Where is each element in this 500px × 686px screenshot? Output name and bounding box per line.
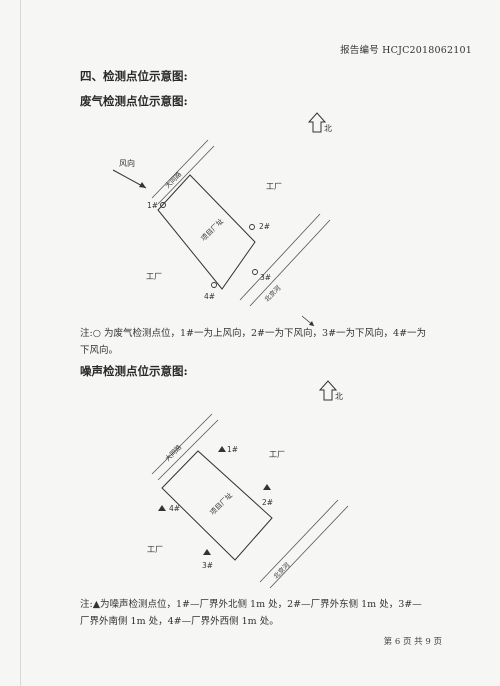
road-bottom-lines — [239, 213, 331, 307]
report-number: 报告编号 HCJC2018062101 — [340, 45, 472, 56]
project-site-label: 项目厂址 — [208, 491, 234, 517]
project-site-boundary — [157, 174, 256, 290]
road-bottom-label: 北京河 — [271, 560, 292, 581]
noise-diagram-title: 噪声检测点位示意图: — [80, 364, 188, 378]
exhaust-note-line-2: 下风向。 — [80, 345, 119, 356]
page-fold-line — [20, 0, 21, 686]
north-label: 北 — [335, 392, 343, 401]
north-label: 北 — [324, 124, 332, 133]
noise-point-4-icon — [158, 505, 166, 511]
factory-left-label: 工厂 — [146, 272, 162, 281]
wind-arrow-icon — [112, 169, 147, 189]
exhaust-point-1-icon — [160, 202, 166, 208]
noise-note-line-1: 注:▲为噪声检测点位，1#—厂界外北侧 1m 处，2#—厂界外东侧 1m 处，3… — [80, 599, 422, 610]
road-bottom-lines — [259, 499, 349, 589]
exhaust-point-2-label: 2# — [259, 222, 270, 231]
factory-right-label: 工厂 — [269, 450, 285, 459]
small-arrow-icon — [301, 315, 315, 327]
noise-point-1-label: 1# — [227, 445, 238, 454]
noise-note-line-2: 厂界外南侧 1m 处，4#—厂界外西侧 1m 处。 — [80, 616, 279, 627]
road-top-lines — [151, 139, 215, 205]
wind-label: 风向 — [119, 158, 135, 168]
project-site-boundary — [161, 450, 273, 561]
noise-point-2-label: 2# — [262, 498, 273, 507]
exhaust-note-line-1: 注:○ 为废气检测点位，1#一为上风向，2#一为下风向，3#一为下风向，4#一为 — [80, 328, 427, 339]
exhaust-point-4-label: 4# — [204, 292, 215, 301]
north-arrow-icon — [318, 380, 338, 401]
exhaust-point-3-label: 3# — [260, 273, 271, 282]
exhaust-note: 注:○ 为废气检测点位，1#一为上风向，2#一为下风向，3#一为下风向，4#一为… — [80, 325, 440, 359]
north-arrow-icon — [307, 112, 327, 133]
section-title: 四、检测点位示意图: — [80, 69, 188, 83]
noise-point-3-label: 3# — [202, 561, 213, 570]
exhaust-point-3-icon — [252, 269, 258, 275]
page-number: 第 6 页 共 9 页 — [383, 637, 442, 647]
noise-note: 注:▲为噪声检测点位，1#—厂界外北侧 1m 处，2#—厂界外东侧 1m 处，3… — [80, 596, 440, 630]
road-top-lines — [151, 413, 219, 481]
noise-point-4-label: 4# — [169, 504, 180, 513]
exhaust-point-4-icon — [211, 282, 217, 288]
noise-point-2-icon — [263, 484, 271, 490]
exhaust-diagram-title: 废气检测点位示意图: — [80, 94, 188, 108]
exhaust-point-1-label: 1# — [147, 201, 158, 210]
factory-right-label: 工厂 — [266, 182, 282, 191]
factory-left-label: 工厂 — [147, 545, 163, 554]
exhaust-point-2-icon — [249, 224, 255, 230]
noise-point-1-icon — [218, 446, 226, 452]
noise-point-3-icon — [203, 549, 211, 555]
